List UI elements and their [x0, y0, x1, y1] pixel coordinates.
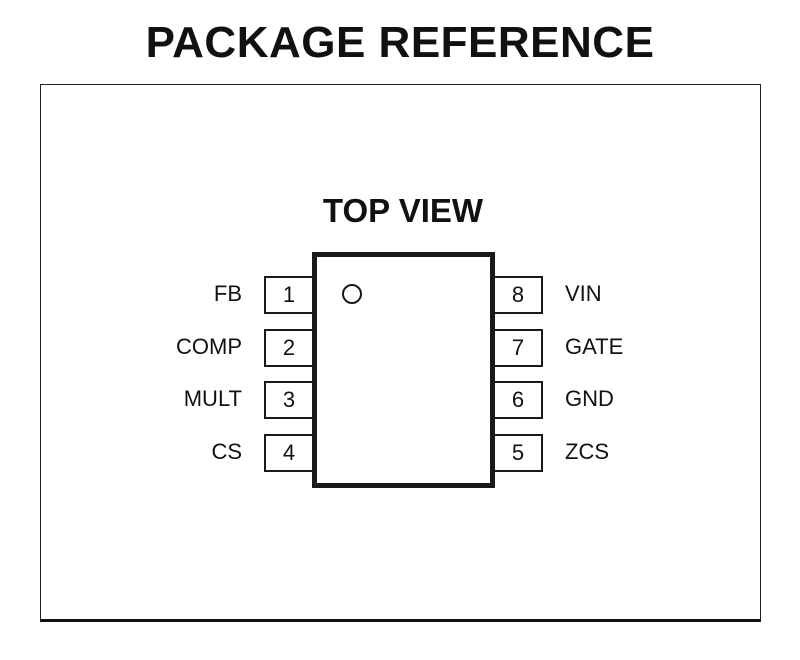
pin-1: 1	[264, 276, 312, 314]
pin-label-zcs: ZCS	[565, 439, 609, 464]
diagram-frame	[40, 84, 761, 622]
pin-3: 3	[264, 381, 312, 419]
pin-label-fb: FB	[213, 281, 242, 306]
pin-label-comp: COMP	[176, 334, 242, 359]
pin-6: 6	[495, 381, 543, 419]
view-label: TOP VIEW	[322, 192, 484, 229]
pin-label-cs: CS	[211, 439, 242, 464]
chip-body	[312, 252, 495, 488]
pin-label-mult: MULT	[183, 386, 242, 411]
pin-7: 7	[495, 329, 543, 367]
pin-8: 8	[495, 276, 543, 314]
pin-label-vin: VIN	[565, 281, 602, 306]
page-title: PACKAGE REFERENCE	[145, 18, 655, 67]
pin-5: 5	[495, 434, 543, 472]
pin1-marker-icon	[342, 284, 362, 304]
pin-label-gate: GATE	[565, 334, 624, 359]
pin-2: 2	[264, 329, 312, 367]
pin-label-gnd: GND	[565, 386, 614, 411]
pin-4: 4	[264, 434, 312, 472]
